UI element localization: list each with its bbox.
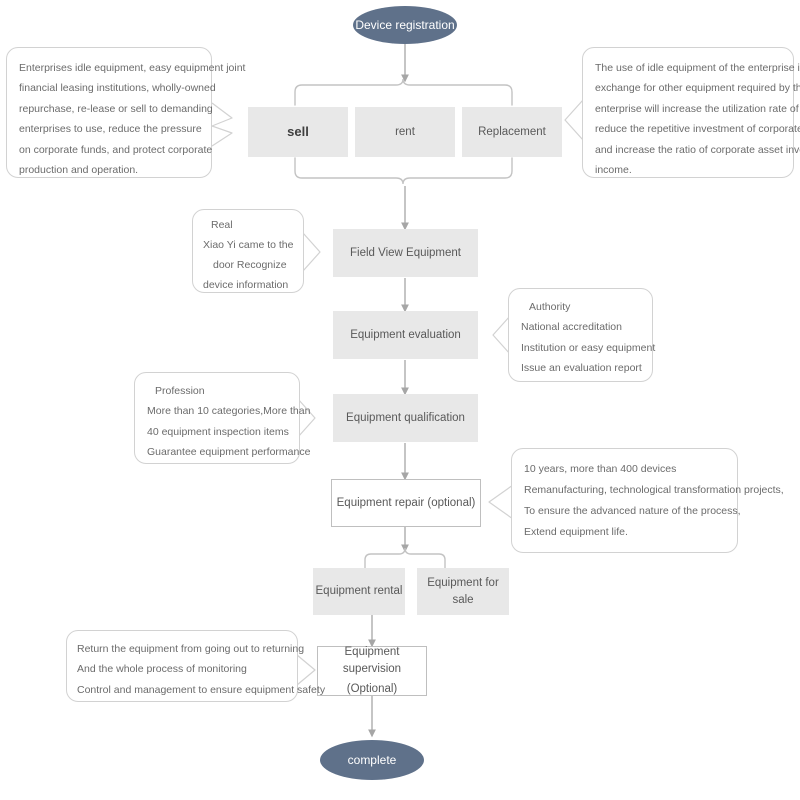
callout-sell-note-line-4: enterprises to use, reduce the pressure: [19, 123, 202, 136]
callout-authority-note-line-1: National accreditation: [521, 321, 622, 334]
flow-box-equipment-qualification-label: Equipment qualification: [346, 411, 465, 424]
callout-replacement-note-line-3: enterprise will increase the utilization…: [595, 102, 800, 115]
brace-options-bottom: [294, 157, 513, 185]
tail-replacement-note: [564, 99, 584, 141]
flow-box-equipment-qualification[interactable]: Equipment qualification: [333, 394, 478, 442]
callout-real-note-title: Real: [211, 219, 233, 231]
start-node-label: Device registration: [355, 18, 455, 32]
callout-repair-note: 10 years, more than 400 devices Remanufa…: [511, 448, 784, 553]
callout-real-note-line-2: door Recognize: [213, 258, 287, 271]
start-node[interactable]: Device registration: [353, 6, 457, 44]
flow-box-equipment-repair[interactable]: Equipment repair (optional): [331, 479, 481, 527]
flow-box-field-view-equipment[interactable]: Field View Equipment: [333, 229, 478, 277]
callout-replacement-note: The use of idle equipment of the enterpr…: [582, 47, 800, 178]
outcome-box-equipment-for-sale-label: Equipment for sale: [427, 576, 499, 606]
option-box-rent-label: rent: [395, 125, 415, 138]
callout-authority-note-title: Authority: [529, 301, 571, 313]
option-box-sell[interactable]: sell: [248, 107, 348, 157]
callout-repair-note-line-4: Extend equipment life.: [524, 526, 628, 538]
callout-supervision-note-line-1: Return the equipment from going out to r…: [77, 643, 305, 655]
callout-profession-note-title: Profession: [155, 385, 205, 397]
flow-box-field-view-equipment-label: Field View Equipment: [349, 246, 461, 259]
callout-replacement-note-line-4: reduce the repetitive investment of corp…: [595, 123, 800, 136]
callout-profession-note-line-2: 40 equipment inspection items: [147, 425, 289, 438]
option-box-sell-label: sell: [287, 123, 309, 139]
callout-sell-note-line-5: on corporate funds, and protect corporat…: [19, 143, 213, 156]
flow-box-equipment-repair-label: Equipment repair (optional): [336, 496, 476, 509]
callout-replacement-note-line-5: and increase the ratio of corporate asse…: [595, 143, 800, 156]
callout-authority-note: Authority National accreditation Institu…: [508, 288, 656, 382]
callout-profession-note: Profession More than 10 categories,More …: [134, 372, 311, 464]
callout-real-note-line-1: Xiao Yi came to the: [203, 238, 294, 251]
callout-supervision-note-line-3: Control and management to ensure equipme…: [77, 683, 326, 696]
flow-box-equipment-supervision-line2: (Optional): [346, 683, 398, 696]
callout-repair-note-line-3: To ensure the advanced nature of the pro…: [524, 505, 741, 517]
brace-options-top: [294, 78, 513, 106]
callout-sell-note-line-6: production and operation.: [19, 164, 139, 177]
callout-supervision-note: Return the equipment from going out to r…: [66, 630, 326, 702]
callout-authority-note-line-2: Institution or easy equipment: [521, 341, 656, 354]
callout-replacement-note-line-6: income.: [595, 164, 632, 177]
callout-sell-note: Enterprises idle equipment, easy equipme…: [6, 47, 246, 178]
option-box-rent[interactable]: rent: [355, 107, 455, 157]
brace-outcomes: [364, 547, 446, 571]
outcome-box-equipment-rental[interactable]: Equipment rental: [313, 568, 405, 615]
tail-real-note: [302, 232, 321, 272]
callout-replacement-note-line-1: The use of idle equipment of the enterpr…: [595, 62, 800, 74]
flow-box-equipment-evaluation-label: Equipment evaluation: [350, 328, 461, 341]
end-node-label: complete: [347, 753, 397, 767]
callout-real-note-line-3: device information: [203, 278, 289, 291]
outcome-box-equipment-rental-label: Equipment rental: [315, 585, 403, 598]
tail-supervision-note: [296, 654, 316, 686]
callout-sell-note-line-3: repurchase, re-lease or sell to demandin…: [19, 102, 213, 115]
callout-authority-note-line-3: Issue an evaluation report: [521, 362, 642, 375]
callout-real-note: Real Xiao Yi came to the door Recognize …: [192, 209, 304, 293]
flow-box-equipment-supervision[interactable]: Equipment supervision (Optional): [317, 646, 427, 696]
option-box-replacement-label: Replacement: [478, 125, 546, 138]
callout-profession-note-line-3: Guarantee equipment performance: [147, 446, 311, 459]
flow-box-equipment-supervision-line1: Equipment supervision: [342, 646, 402, 675]
flow-box-equipment-evaluation[interactable]: Equipment evaluation: [333, 311, 478, 359]
end-node[interactable]: complete: [320, 740, 424, 780]
tail-repair-note: [488, 484, 514, 520]
option-box-replacement[interactable]: Replacement: [462, 107, 562, 157]
callout-repair-note-line-2: Remanufacturing, technological transform…: [524, 484, 784, 496]
callout-sell-note-line-1: Enterprises idle equipment, easy equipme…: [19, 62, 246, 74]
callout-supervision-note-line-2: And the whole process of monitoring: [77, 663, 247, 676]
callout-sell-note-line-2: financial leasing institutions, wholly-o…: [19, 82, 216, 95]
callout-repair-note-line-1: 10 years, more than 400 devices: [524, 463, 677, 475]
callout-replacement-note-line-2: exchange for other equipment required by…: [595, 82, 800, 95]
callout-profession-note-line-1: More than 10 categories,More than: [147, 405, 311, 418]
tail-sell-note: [211, 102, 233, 147]
outcome-box-equipment-for-sale[interactable]: Equipment for sale: [417, 568, 509, 615]
